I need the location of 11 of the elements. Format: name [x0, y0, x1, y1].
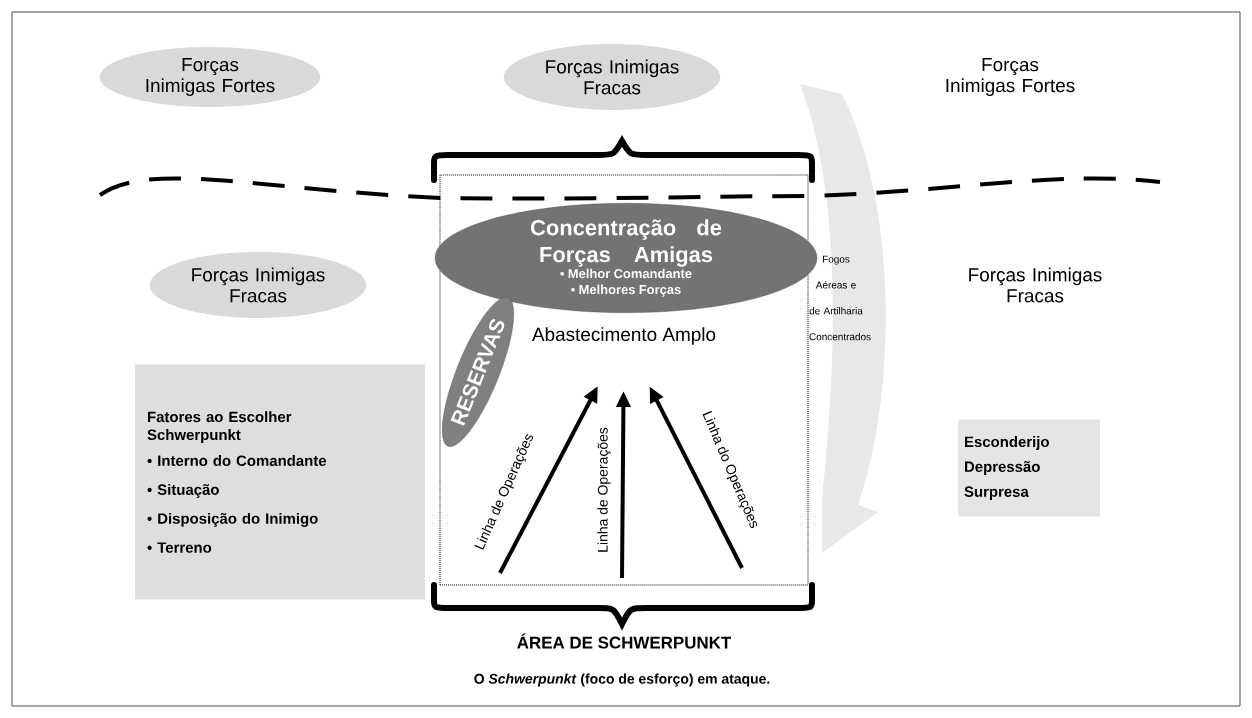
ellipse-label: Forças Inimigas Fracas	[149, 252, 367, 318]
ellipse-label: Forças Inimigas Fracas	[503, 44, 721, 110]
area-heading: ÁREA DE SCHWERPUNKT	[517, 633, 732, 649]
factor-panel: Fatores ao Escolher Schwerpunkt • Interno do Comandante • Situação • Disposição do Inimigo • Terreno	[135, 364, 425, 600]
enemy-label: Forças Inimigas Fortes	[946, 58, 1075, 96]
ellipse-label: Forças Inimigas Fortes	[99, 47, 321, 107]
edge-label: Linha de Operações	[597, 427, 611, 552]
caption: O Schwerpunkt (foco de esforço) em ataque.	[474, 673, 770, 687]
factor-panel: Esconderijo Depressão Surpresa	[958, 419, 1100, 517]
caption-text: Abastecimento Amplo	[531, 327, 716, 345]
enemy-label: Forças Inimigas Fracas	[969, 267, 1102, 303]
